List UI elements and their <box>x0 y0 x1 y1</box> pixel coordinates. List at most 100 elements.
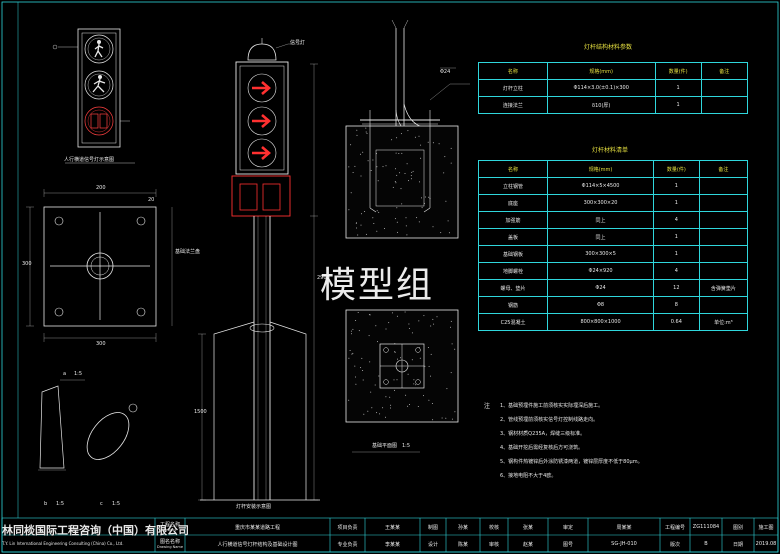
foundation-plan <box>345 309 459 453</box>
concrete-speckle <box>436 316 438 318</box>
design: 陈某 <box>457 542 468 548</box>
concrete-speckle <box>376 412 378 414</box>
concrete-speckle <box>427 141 429 143</box>
table-cell <box>698 262 749 280</box>
concrete-speckle <box>411 332 413 334</box>
table-cell: 800×800×1000 <box>547 313 654 331</box>
table-cell <box>698 211 749 229</box>
concrete-speckle <box>450 320 452 322</box>
concrete-speckle <box>407 405 409 407</box>
concrete-speckle <box>357 234 359 236</box>
table-cell: 1 <box>654 79 702 97</box>
concrete-speckle <box>406 163 408 165</box>
header-cell: 规格(mm) <box>546 62 656 80</box>
concrete-speckle <box>450 162 452 164</box>
concrete-speckle <box>396 221 398 223</box>
table-cell: 地脚螺栓 <box>477 262 549 280</box>
concrete-speckle <box>362 151 364 153</box>
concrete-speckle <box>441 417 443 419</box>
table-cell: Φ24 <box>547 279 654 297</box>
concrete-speckle <box>360 224 362 226</box>
concrete-speckle <box>406 234 408 236</box>
concrete-speckle <box>368 314 370 316</box>
dim-2900-label: 2900 <box>317 275 330 281</box>
material-parameter-table: 名称 规格(mm) 数量(件) 备注 灯杆立柱 Φ114×3.0(±0.1)×3… <box>478 62 749 114</box>
concrete-speckle <box>356 227 358 229</box>
header-cell: 名称 <box>477 160 549 178</box>
concrete-speckle <box>350 192 352 194</box>
concrete-speckle <box>352 172 354 173</box>
concrete-speckle <box>379 413 381 415</box>
signal-title: 人行横道信号灯示意图 <box>64 157 115 163</box>
notes-block: 注 1、基础预埋件施工前须核实实际埋深后施工。2、管线预埋前须核实信号灯控制线路… <box>484 403 774 479</box>
table-cell: 钢筋 <box>477 296 549 314</box>
concrete-speckle <box>428 399 430 401</box>
concrete-speckle <box>362 370 364 371</box>
draw-label: 制图 <box>427 525 438 531</box>
concrete-speckle <box>408 180 409 182</box>
concrete-speckle <box>358 330 360 332</box>
table-cell: Φ114×3.0(±0.1)×300 <box>546 79 656 97</box>
concrete-speckle <box>392 186 394 188</box>
concrete-speckle <box>432 318 434 320</box>
concrete-speckle <box>367 160 369 162</box>
concrete-speckle <box>432 226 434 228</box>
note-item: 4、基础开挖后需经复核后方可浇筑。 <box>500 445 584 451</box>
drawing-no: 施工图 <box>758 525 774 531</box>
version: B <box>704 541 708 547</box>
detail-a-label: a <box>63 371 67 377</box>
concrete-speckle <box>419 357 421 359</box>
base-plate-label: 基础法兰盘 <box>175 249 201 255</box>
table-cell <box>698 296 749 314</box>
approve: 周某某 <box>616 525 632 531</box>
concrete-speckle <box>438 143 440 145</box>
draw: 孙某 <box>457 525 468 531</box>
note-item: 2、管线预埋前须核实信号灯控制线路走向。 <box>500 417 599 423</box>
concrete-speckle <box>390 407 391 409</box>
check: 张某 <box>522 525 533 531</box>
table-cell: 300×300×20 <box>547 194 654 212</box>
concrete-speckle <box>418 320 420 322</box>
concrete-speckle <box>391 312 393 314</box>
note-item: 6、接地电阻不大于4欧。 <box>500 473 557 479</box>
concrete-speckle <box>445 200 447 202</box>
concrete-speckle <box>432 419 434 421</box>
concrete-speckle <box>350 330 352 332</box>
date: 2019.08 <box>755 541 777 547</box>
concrete-speckle <box>414 136 416 138</box>
concrete-speckle <box>416 217 418 219</box>
concrete-speckle <box>415 384 417 386</box>
concrete-speckle <box>396 379 398 381</box>
company-name-en: T.Y. Lin International Engineering Consu… <box>2 541 124 546</box>
concrete-speckle <box>400 133 402 135</box>
concrete-speckle <box>394 351 396 353</box>
concrete-speckle <box>376 166 378 168</box>
review: 赵某 <box>522 542 533 548</box>
concrete-speckle <box>373 223 375 224</box>
concrete-speckle <box>385 165 387 167</box>
concrete-speckle <box>413 383 415 385</box>
concrete-speckle <box>357 312 359 313</box>
concrete-speckle <box>395 152 397 154</box>
note-item: 1、基础预埋件施工前须核实实际埋深后施工。 <box>500 403 604 409</box>
concrete-speckle <box>428 365 430 367</box>
concrete-speckle <box>356 134 358 136</box>
concrete-speckle <box>405 217 407 219</box>
concrete-speckle <box>384 228 385 229</box>
concrete-speckle <box>360 367 362 369</box>
prof-mgr-label: 专业负责 <box>337 542 358 548</box>
concrete-speckle <box>450 372 452 374</box>
concrete-speckle <box>430 325 432 327</box>
concrete-speckle <box>361 357 363 359</box>
base-plate-plan <box>26 189 173 342</box>
proj-mgr: 王某某 <box>384 525 400 531</box>
concrete-speckle <box>393 379 395 381</box>
table-cell: 基础钢板 <box>477 245 549 263</box>
concrete-speckle <box>423 395 424 397</box>
